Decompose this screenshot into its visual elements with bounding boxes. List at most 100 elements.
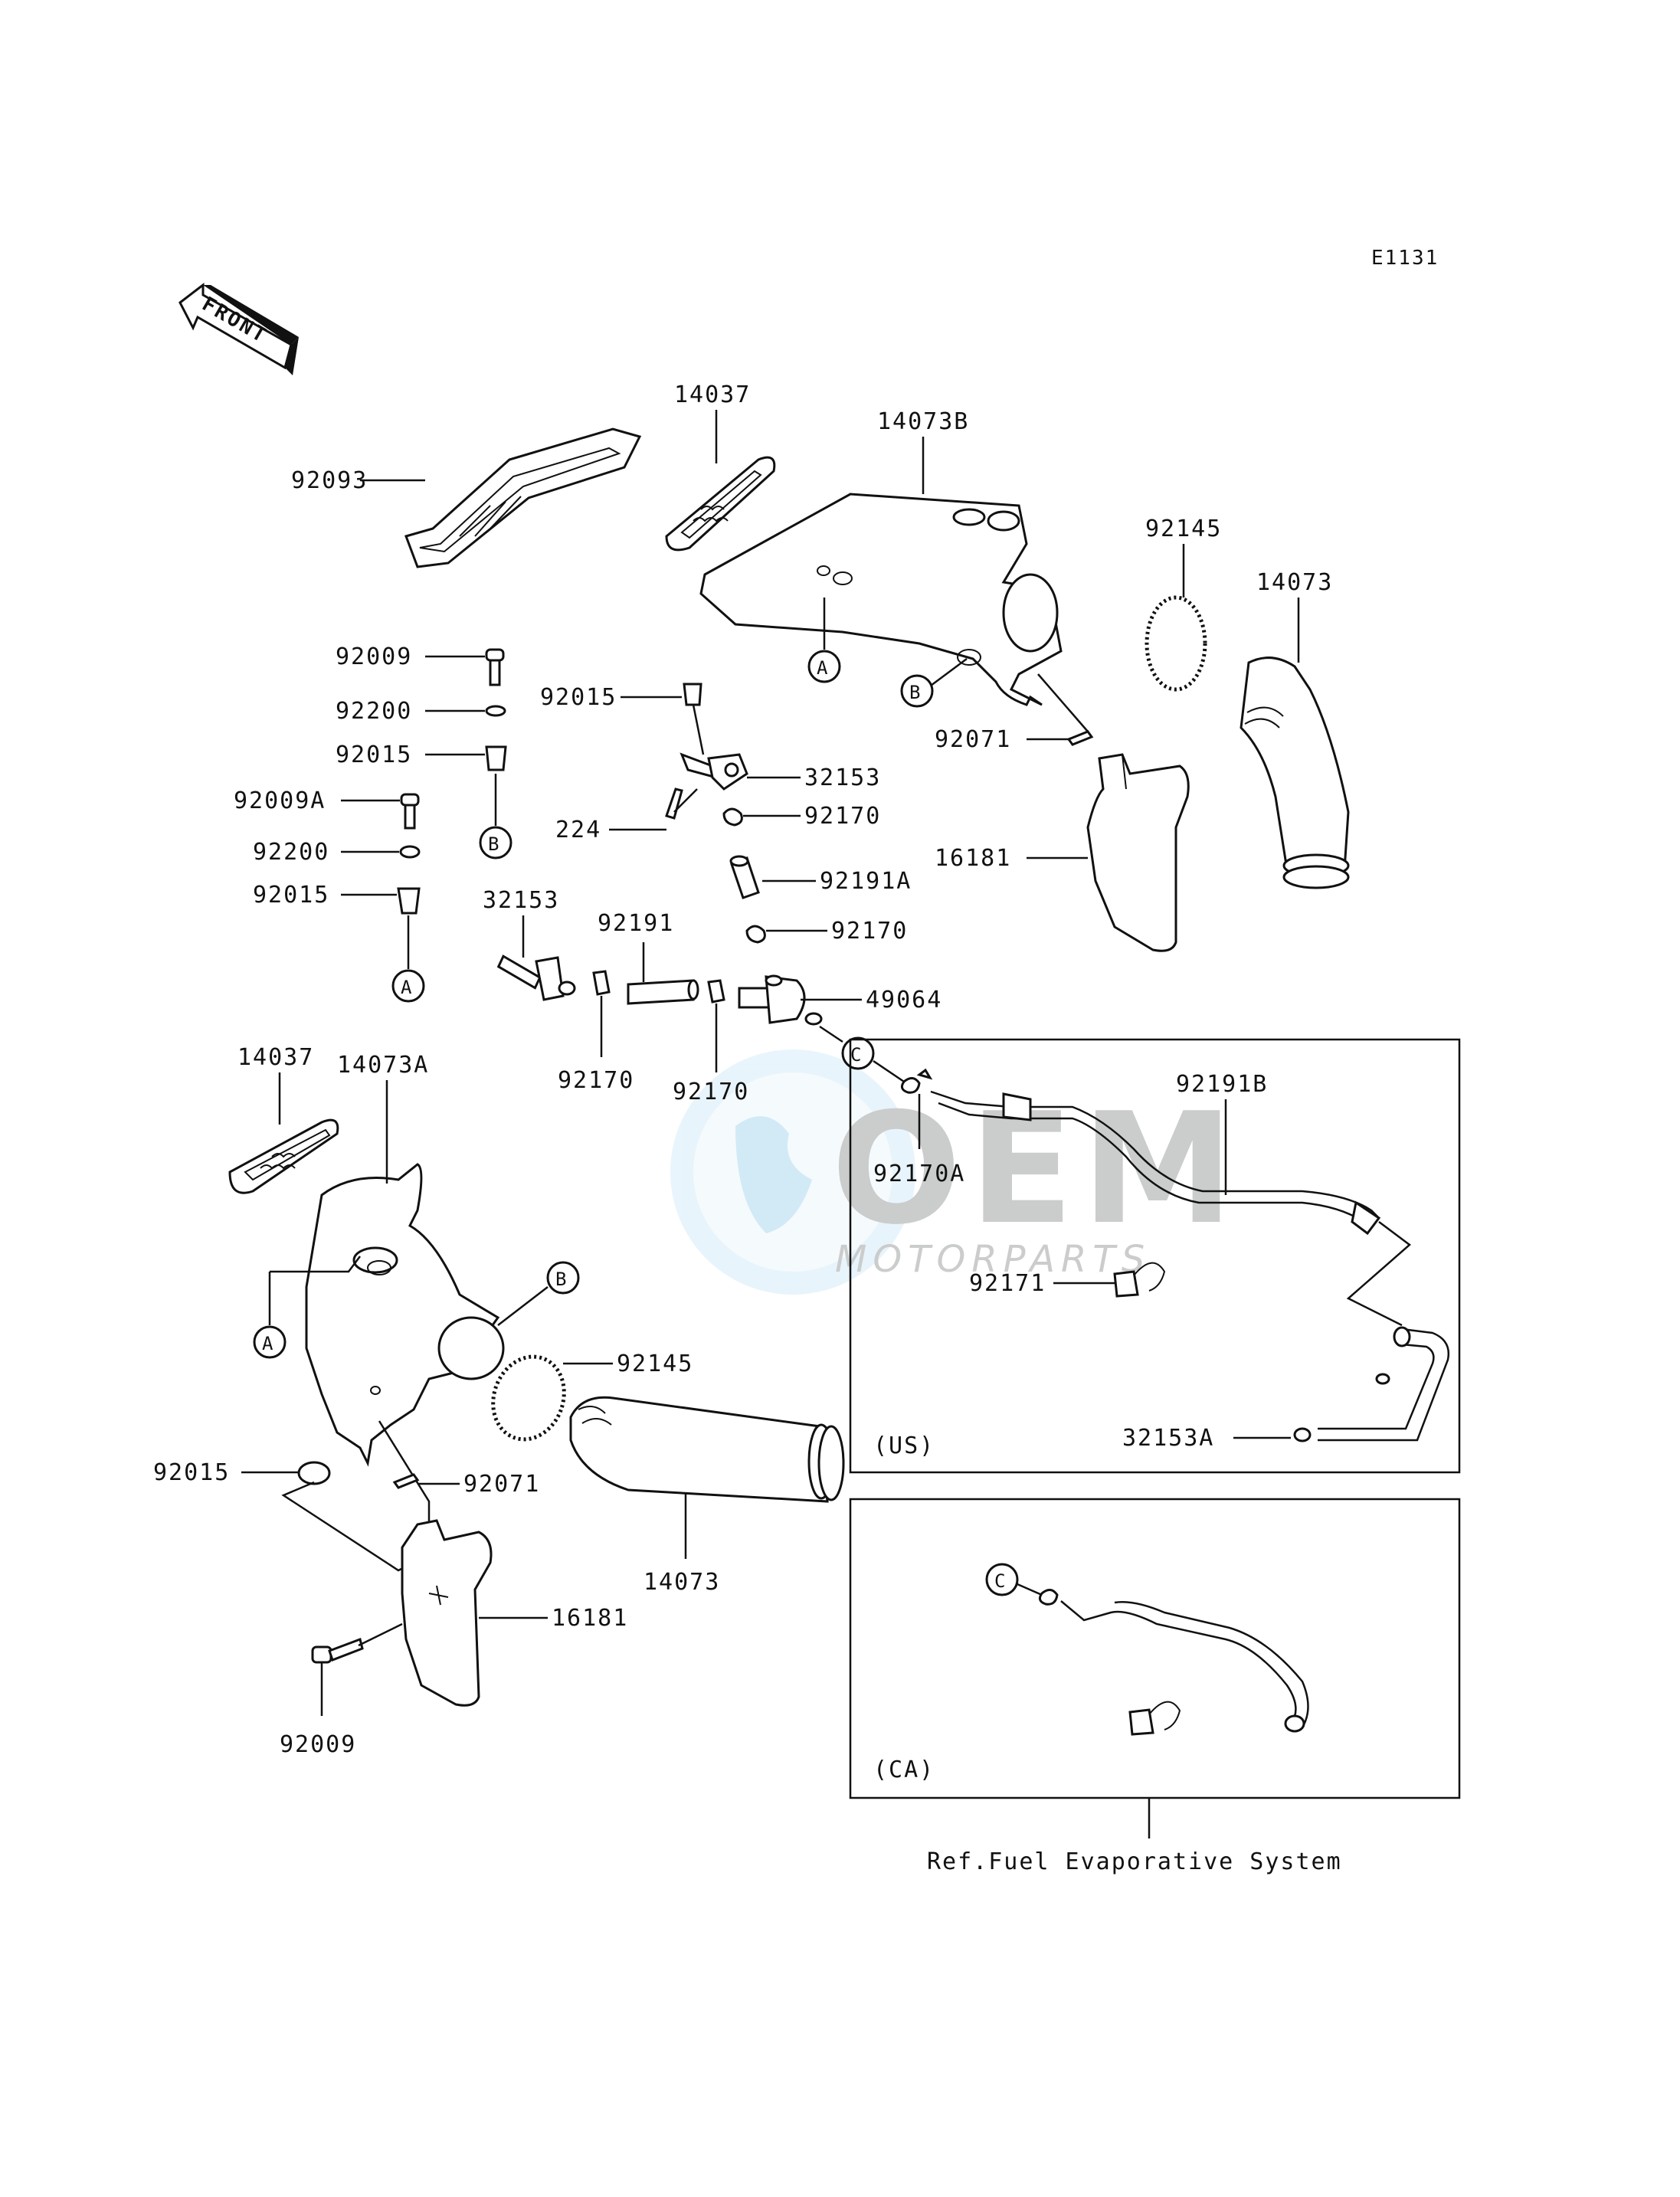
label-92170-b: 92170 bbox=[831, 918, 908, 945]
front-arrow-icon: FRONT bbox=[178, 282, 299, 375]
clip-92071-top bbox=[1066, 730, 1094, 746]
callout-c-ca bbox=[985, 1563, 1019, 1596]
clip-92071-bottom bbox=[392, 1473, 420, 1489]
callout-b-left-label: B bbox=[488, 833, 500, 855]
grille-14037-bottom bbox=[228, 1118, 339, 1194]
cover-16181-top bbox=[1086, 753, 1190, 952]
callout-b-bottom-label: B bbox=[555, 1269, 568, 1290]
label-92170A: 92170A bbox=[873, 1161, 965, 1187]
watermark: OEM MOTORPARTS bbox=[670, 1049, 1242, 1295]
hose-92191A bbox=[729, 855, 760, 899]
ring-92145-bottom bbox=[491, 1354, 566, 1442]
hose-92191 bbox=[627, 979, 699, 1005]
label-32153-a: 32153 bbox=[804, 765, 881, 791]
callout-c-main-label: C bbox=[850, 1044, 863, 1066]
screw-224 bbox=[665, 787, 683, 820]
hose-14073-bottom bbox=[569, 1396, 845, 1503]
label-92071-bottom: 92071 bbox=[463, 1471, 540, 1498]
clamp-92170A bbox=[900, 1068, 933, 1094]
label-92015-d: 92015 bbox=[153, 1459, 230, 1486]
label-92145-top: 92145 bbox=[1145, 516, 1222, 542]
label-92200-a: 92200 bbox=[336, 698, 412, 725]
hose-92191B bbox=[930, 1090, 1381, 1236]
label-32153-b: 32153 bbox=[483, 887, 559, 914]
duct-14073A bbox=[305, 1163, 505, 1467]
callout-b-top-label: B bbox=[909, 682, 922, 703]
callout-c-ca-label: C bbox=[994, 1570, 1007, 1592]
label-49064: 49064 bbox=[866, 987, 942, 1013]
bolt-92009-bottom bbox=[311, 1638, 364, 1664]
label-92145-bottom: 92145 bbox=[617, 1351, 693, 1377]
diagram-code: E1131 bbox=[1371, 247, 1439, 270]
watermark-sub: MOTORPARTS bbox=[835, 1238, 1151, 1281]
label-92171: 92171 bbox=[969, 1270, 1046, 1297]
clamp-92170-a bbox=[722, 807, 743, 827]
ring-92145-top bbox=[1145, 595, 1207, 692]
collar-92015-b bbox=[397, 887, 421, 915]
watermark-brand: OEM bbox=[831, 1080, 1242, 1259]
clip-92171 bbox=[1113, 1262, 1166, 1298]
label-16181-top: 16181 bbox=[935, 845, 1011, 872]
label-92009A: 92009A bbox=[234, 787, 326, 814]
valve-32153-top bbox=[680, 752, 748, 791]
collar-92015-c bbox=[683, 683, 702, 706]
clamp-92170-b bbox=[745, 925, 766, 944]
label-92170-c: 92170 bbox=[558, 1067, 634, 1094]
callout-b-top bbox=[900, 674, 934, 708]
valve-49064 bbox=[738, 974, 823, 1026]
us-region-label: (US) bbox=[873, 1432, 935, 1459]
seal-92093 bbox=[404, 427, 642, 568]
label-92015-b: 92015 bbox=[253, 882, 329, 909]
callout-b-left bbox=[479, 826, 513, 859]
washer-92200-b bbox=[399, 845, 421, 859]
label-92191: 92191 bbox=[598, 910, 674, 937]
clip-ca bbox=[1128, 1701, 1181, 1736]
reference-note: Ref.Fuel Evaporative System bbox=[927, 1848, 1342, 1875]
us-region-box bbox=[849, 1038, 1461, 1474]
ca-region-label: (CA) bbox=[873, 1757, 935, 1783]
grille-14037-top bbox=[665, 456, 776, 552]
label-92191A: 92191A bbox=[820, 868, 912, 895]
label-14037-top: 14037 bbox=[674, 381, 751, 408]
collar-92015-d bbox=[297, 1461, 331, 1485]
bolt-92009A bbox=[400, 793, 420, 830]
clamp-92170-c bbox=[592, 970, 611, 996]
bolt-92009 bbox=[485, 648, 505, 686]
washer-92200-a bbox=[485, 705, 506, 717]
label-92170-a: 92170 bbox=[804, 803, 881, 830]
callout-a-left-label: A bbox=[401, 977, 413, 998]
label-92093: 92093 bbox=[291, 467, 368, 494]
label-14073B: 14073B bbox=[877, 408, 969, 435]
label-92009: 92009 bbox=[336, 643, 412, 670]
callout-a-top bbox=[807, 650, 841, 683]
callout-a-bottom-label: A bbox=[262, 1333, 274, 1354]
label-92170-d: 92170 bbox=[673, 1079, 749, 1105]
label-14073A: 14073A bbox=[337, 1052, 429, 1079]
label-92009-bottom: 92009 bbox=[280, 1731, 356, 1758]
label-14073-bottom: 14073 bbox=[644, 1569, 720, 1596]
valve-32153-left bbox=[496, 954, 576, 1001]
label-92191B: 92191B bbox=[1176, 1071, 1268, 1098]
label-92071-top: 92071 bbox=[935, 726, 1011, 753]
label-92015-a: 92015 bbox=[336, 742, 412, 768]
label-14073-top: 14073 bbox=[1256, 569, 1333, 596]
label-14037-bottom: 14037 bbox=[237, 1044, 314, 1071]
callout-a-top-label: A bbox=[817, 657, 829, 679]
label-224: 224 bbox=[555, 817, 601, 843]
label-92200-b: 92200 bbox=[253, 839, 329, 866]
label-92015-c: 92015 bbox=[540, 684, 617, 711]
label-32153A: 32153A bbox=[1122, 1425, 1214, 1452]
callout-a-bottom bbox=[253, 1325, 287, 1359]
duct-14073B bbox=[699, 493, 1063, 706]
pipe-32153A bbox=[1293, 1326, 1450, 1442]
ca-region-box bbox=[849, 1498, 1461, 1799]
cover-16181-bottom bbox=[401, 1519, 493, 1707]
clamp-92170-d bbox=[707, 979, 725, 1004]
callout-b-bottom bbox=[546, 1261, 580, 1295]
label-16181-bottom: 16181 bbox=[552, 1605, 628, 1632]
callout-a-left bbox=[391, 969, 425, 1003]
collar-92015-a bbox=[485, 745, 507, 771]
hose-14073-top bbox=[1240, 656, 1350, 889]
hose-ca bbox=[1038, 1589, 1309, 1733]
